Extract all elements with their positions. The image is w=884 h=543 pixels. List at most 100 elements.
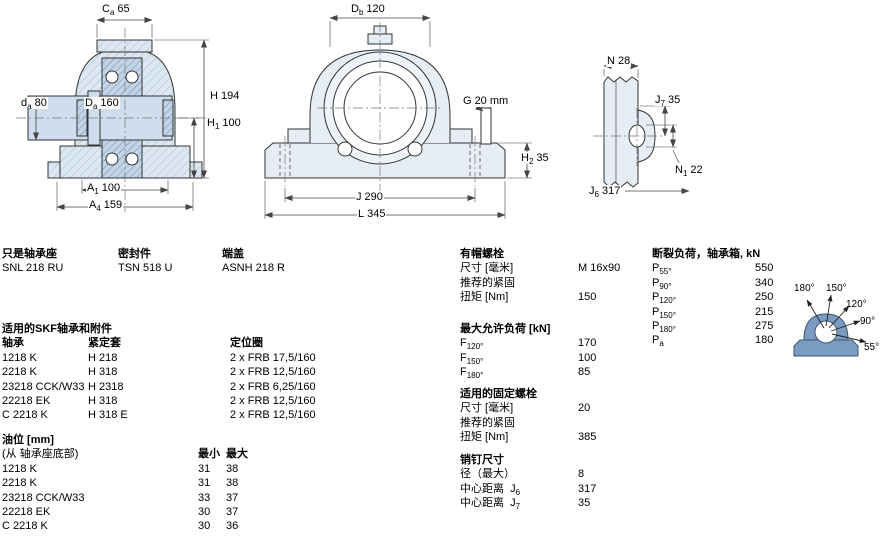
- cell: 31: [198, 462, 211, 475]
- load-value: 180: [755, 334, 774, 347]
- cell: [578, 276, 620, 290]
- load-symbol: P180°: [652, 320, 676, 335]
- load-value: 170: [578, 337, 597, 350]
- col-header-max: 最大: [226, 448, 248, 461]
- max-load-block: 最大允许负荷 [kN] F120° 170 F150° 100 F180° 85: [460, 322, 596, 380]
- cell: H 318: [88, 395, 118, 408]
- section-title: 销钉尺寸: [460, 454, 504, 466]
- housing-designation: SNL 218 RU: [2, 262, 64, 275]
- load-value: 250: [755, 291, 774, 304]
- housing-block: 只是轴承座 SNL 218 RU: [2, 247, 63, 276]
- torque-label-1: 推荐的紧固: [460, 416, 515, 429]
- torque-value: 385: [578, 431, 597, 444]
- angle-label-150: 150°: [826, 283, 847, 294]
- load-symbol: P90°: [652, 276, 672, 291]
- cell: C 2218 K: [2, 409, 48, 422]
- load-value: 550: [755, 262, 774, 275]
- torque-label-2: 扭矩 [Nm]: [460, 431, 509, 444]
- cell: H 2318: [88, 380, 124, 393]
- bearings-table: 适用的SKF轴承和附件 轴承 紧定套 定位圈 1218 K H 218 2 x FR…: [2, 322, 316, 423]
- seals-block: 密封件 TSN 518 U: [118, 247, 172, 276]
- centre-distance-label: 中心距离 J7: [460, 497, 521, 512]
- cell: 1218 K: [2, 351, 37, 364]
- section-title: 适用的SKF轴承和附件: [2, 323, 112, 335]
- load-value: 85: [578, 366, 591, 379]
- section-title: 断裂负荷，轴承箱, kN: [652, 248, 761, 260]
- centre-distance-value: 35: [578, 497, 591, 510]
- cell: 1218 K: [2, 462, 37, 475]
- end-cover-block: 端盖 ASNH 218 R: [222, 247, 285, 276]
- cell: 31: [198, 477, 211, 490]
- torque-label-2: 扭矩 [Nm]: [460, 291, 509, 304]
- cell: H 318: [88, 366, 118, 379]
- load-value: 275: [755, 320, 774, 333]
- cell: [578, 416, 596, 430]
- cell: 37: [226, 491, 239, 504]
- size-label: 尺寸 [毫米]: [460, 402, 514, 415]
- end-view-drawing: [593, 63, 690, 194]
- cell: 30: [198, 506, 211, 519]
- cell: H 218: [88, 351, 118, 364]
- load-symbol: P120°: [652, 291, 676, 306]
- cell: C 2218 K: [2, 520, 48, 533]
- angle-label-180: 180°: [794, 283, 815, 294]
- cell: 23218 CCK/W33: [2, 491, 85, 504]
- angle-label-120: 120°: [846, 299, 867, 310]
- side-view-drawing: [264, 15, 532, 219]
- load-symbol: F180°: [460, 366, 484, 381]
- cell: 30: [198, 520, 211, 533]
- section-title: 只是轴承座: [2, 248, 57, 260]
- angle-label-90: 90°: [860, 316, 876, 327]
- load-symbol: Pa: [652, 334, 664, 349]
- cap-bolts-block: 有帽螺栓 尺寸 [毫米] M 16x90 推荐的紧固 扭矩 [Nm] 150: [460, 247, 620, 305]
- section-title: 最大允许负荷 [kN]: [460, 323, 551, 335]
- cell: 2 x FRB 12,5/160: [230, 366, 316, 379]
- load-symbol: F120°: [460, 337, 484, 352]
- load-value: 215: [755, 305, 774, 318]
- seal-designation: TSN 518 U: [118, 262, 173, 275]
- col-header-sleeve: 紧定套: [88, 337, 121, 350]
- cell: 36: [226, 520, 239, 533]
- cell: H 318 E: [88, 409, 128, 422]
- col-header-bearing: 轴承: [2, 337, 24, 350]
- size-value: M 16x90: [578, 262, 621, 275]
- cell: 38: [226, 462, 239, 475]
- cell: 2 x FRB 17,5/160: [230, 351, 316, 364]
- section-title: 密封件: [118, 248, 151, 260]
- cell: 2218 K: [2, 366, 37, 379]
- section-title: 油位 [mm]: [2, 434, 54, 446]
- load-direction-pictogram: [793, 294, 867, 357]
- col-header-locating-ring: 定位圈: [230, 337, 263, 350]
- cell: 2 x FRB 6,25/160: [230, 380, 316, 393]
- cell: 37: [226, 506, 239, 519]
- cell: 38: [226, 477, 239, 490]
- load-value: 100: [578, 351, 597, 364]
- section-title: 端盖: [222, 248, 244, 260]
- oil-note: (从 轴承座底部): [2, 448, 79, 461]
- size-value: 20: [578, 402, 591, 415]
- centre-distance-value: 317: [578, 482, 597, 495]
- section-title: 有帽螺栓: [460, 248, 504, 260]
- diameter-label: 径（最大）: [460, 468, 515, 481]
- cell: 2218 K: [2, 477, 37, 490]
- cell: 22218 EK: [2, 395, 51, 408]
- diameter-value: 8: [578, 468, 585, 481]
- torque-value: 150: [578, 291, 597, 304]
- centre-distance-label: 中心距离 J6: [460, 482, 521, 497]
- cell: 2 x FRB 12,5/160: [230, 395, 316, 408]
- cell: 22218 EK: [2, 506, 51, 519]
